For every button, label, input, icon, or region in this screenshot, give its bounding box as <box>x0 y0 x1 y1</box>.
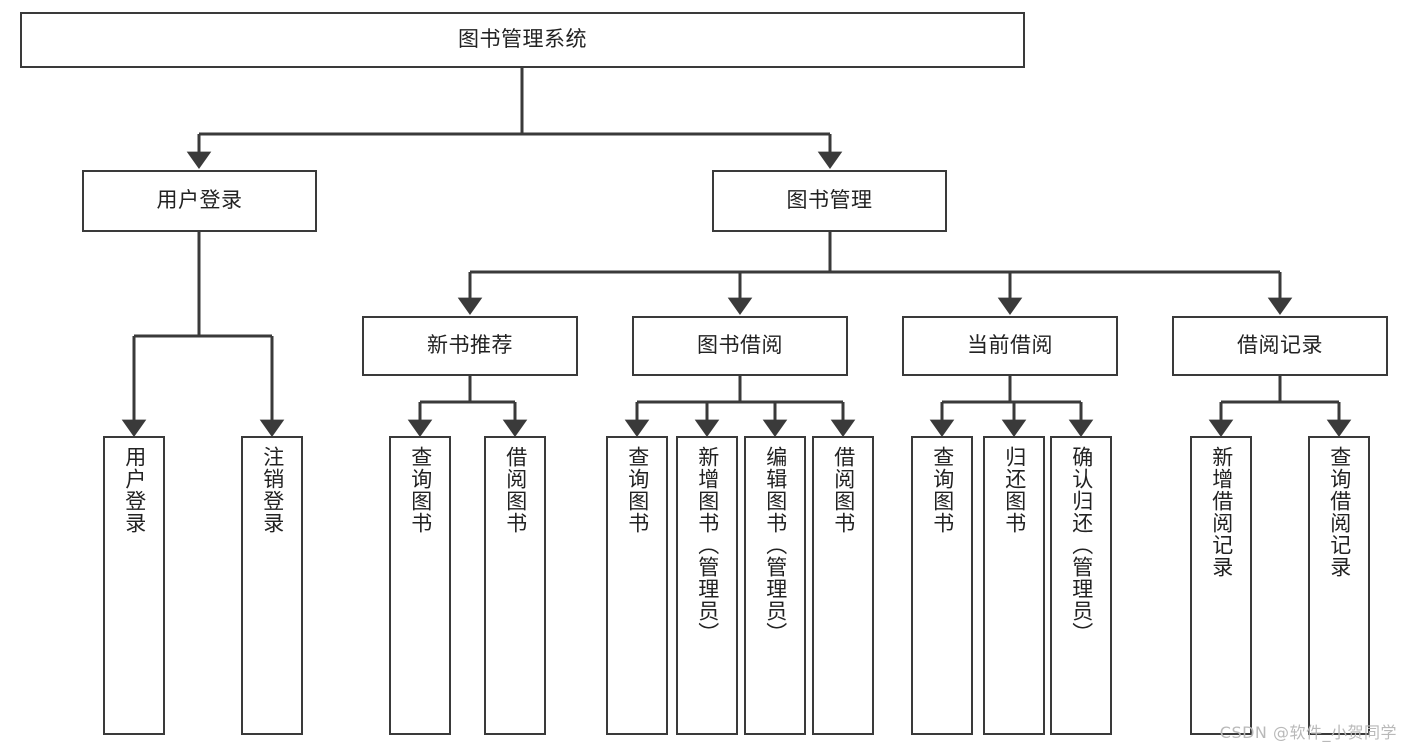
node-leaf-query-book-cur[interactable]: 查询图书 <box>911 436 973 735</box>
node-book-manage[interactable]: 图书管理 <box>712 170 947 232</box>
node-leaf-query-record[interactable]: 查询借阅记录 <box>1308 436 1370 735</box>
node-leaf-query-book-borrow[interactable]: 查询图书 <box>606 436 668 735</box>
node-borrow-record[interactable]: 借阅记录 <box>1172 316 1388 376</box>
node-book-borrow[interactable]: 图书借阅 <box>632 316 848 376</box>
node-leaf-logout-label: 注销登录 <box>260 446 285 534</box>
node-leaf-return-book-label: 归还图书 <box>1002 446 1027 534</box>
node-book-borrow-label: 图书借阅 <box>697 333 783 358</box>
node-leaf-query-book-rec[interactable]: 查询图书 <box>389 436 451 735</box>
node-leaf-add-book[interactable]: 新增图书（管理员） <box>676 436 738 735</box>
node-root-label: 图书管理系统 <box>458 27 587 52</box>
node-new-book-rec-label: 新书推荐 <box>427 333 513 358</box>
node-leaf-borrow-book[interactable]: 借阅图书 <box>812 436 874 735</box>
node-borrow-record-label: 借阅记录 <box>1237 333 1323 358</box>
node-leaf-query-book-rec-label: 查询图书 <box>408 446 433 534</box>
node-leaf-borrow-book-rec-label: 借阅图书 <box>503 446 528 534</box>
node-leaf-borrow-book-rec[interactable]: 借阅图书 <box>484 436 546 735</box>
node-leaf-add-book-label: 新增图书（管理员） <box>695 446 720 644</box>
node-leaf-confirm-return[interactable]: 确认归还（管理员） <box>1050 436 1112 735</box>
node-leaf-user-login-label: 用户登录 <box>122 446 147 534</box>
node-leaf-logout[interactable]: 注销登录 <box>241 436 303 735</box>
node-leaf-return-book[interactable]: 归还图书 <box>983 436 1045 735</box>
node-leaf-query-record-label: 查询借阅记录 <box>1327 446 1352 578</box>
node-current-borrow-label: 当前借阅 <box>967 333 1053 358</box>
node-user-login-label: 用户登录 <box>156 188 243 213</box>
csdn-watermark: CSDN @软件_小贺同学 <box>1219 723 1397 742</box>
node-leaf-add-record[interactable]: 新增借阅记录 <box>1190 436 1252 735</box>
node-new-book-rec[interactable]: 新书推荐 <box>362 316 578 376</box>
node-book-manage-label: 图书管理 <box>786 188 873 213</box>
node-root[interactable]: 图书管理系统 <box>20 12 1025 68</box>
node-current-borrow[interactable]: 当前借阅 <box>902 316 1118 376</box>
node-leaf-edit-book-label: 编辑图书（管理员） <box>763 446 788 644</box>
node-leaf-user-login[interactable]: 用户登录 <box>103 436 165 735</box>
node-leaf-query-book-cur-label: 查询图书 <box>930 446 955 534</box>
node-leaf-edit-book[interactable]: 编辑图书（管理员） <box>744 436 806 735</box>
node-leaf-confirm-return-label: 确认归还（管理员） <box>1069 446 1094 644</box>
node-user-login[interactable]: 用户登录 <box>82 170 317 232</box>
node-leaf-add-record-label: 新增借阅记录 <box>1209 446 1234 578</box>
node-leaf-query-book-borrow-label: 查询图书 <box>625 446 650 534</box>
node-leaf-borrow-book-label: 借阅图书 <box>831 446 856 534</box>
